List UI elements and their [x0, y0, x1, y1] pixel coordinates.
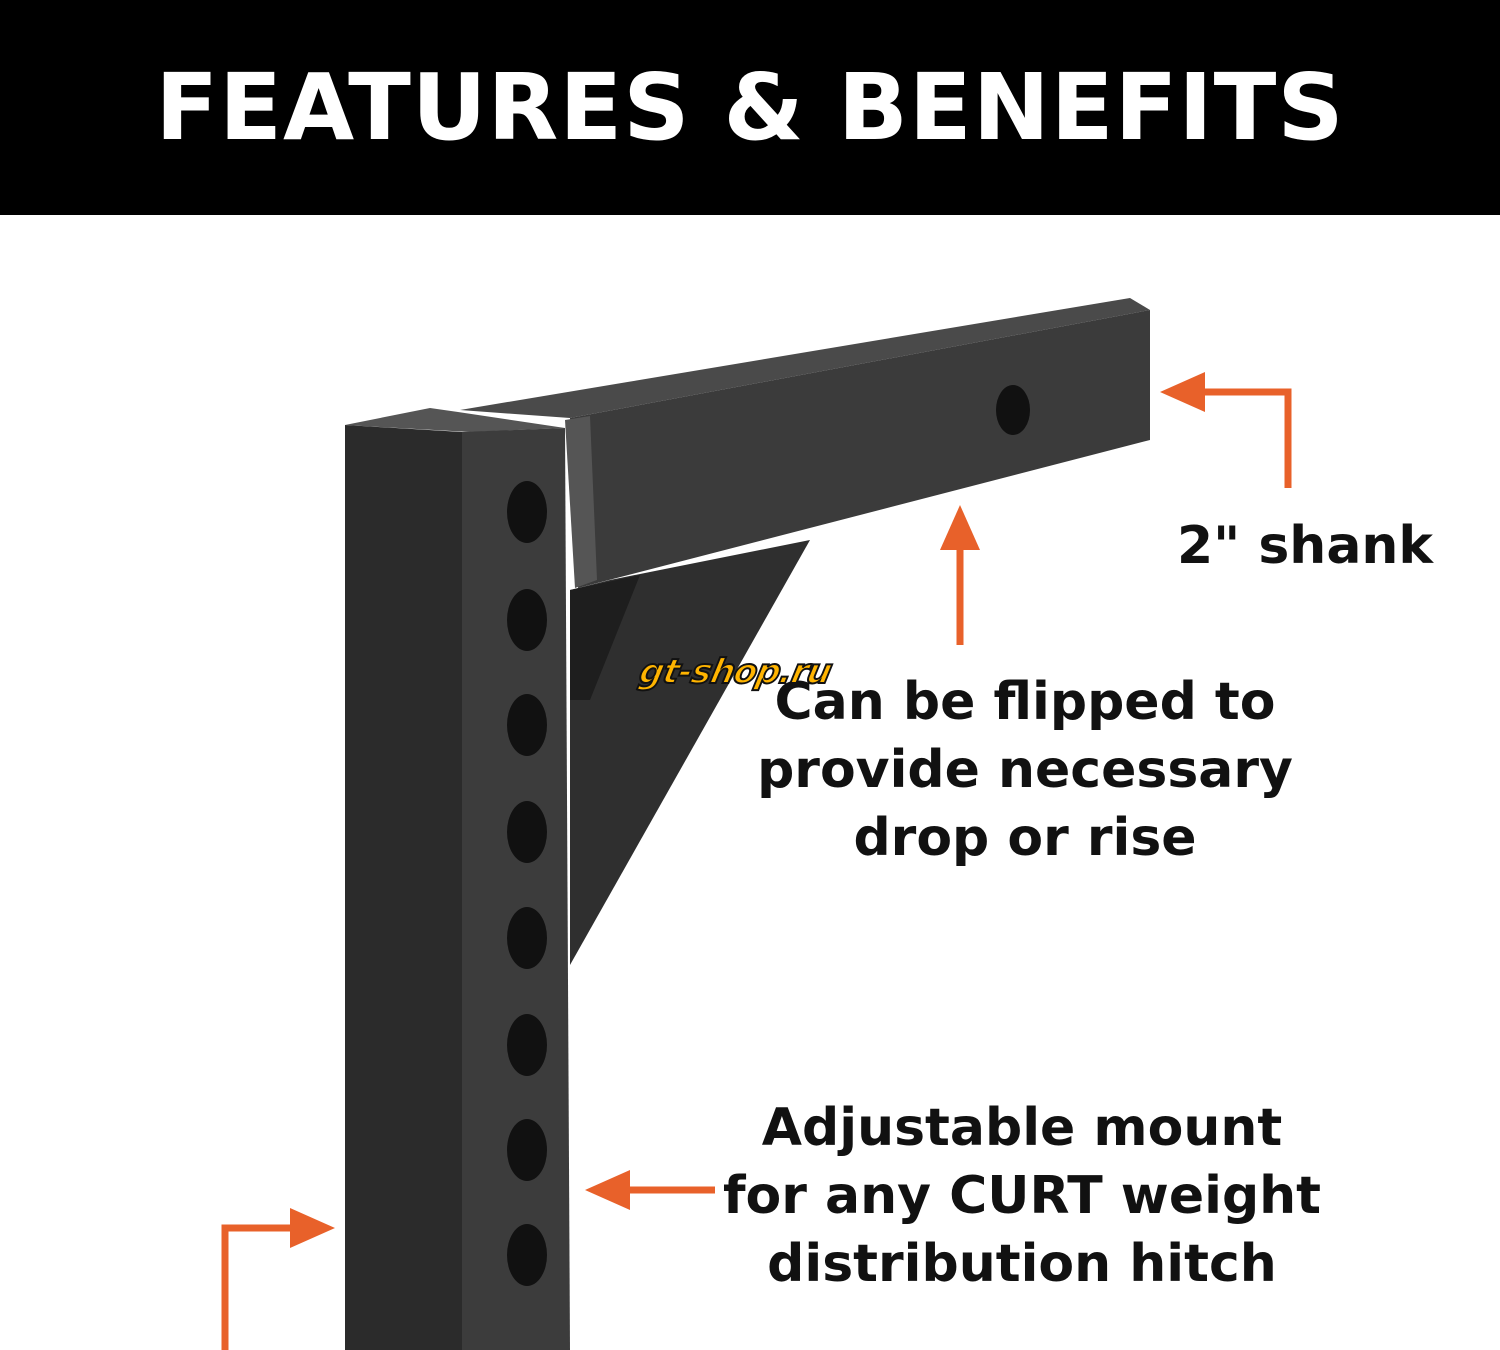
- shank-arrow: [1195, 388, 1292, 488]
- bar-side-face: [462, 428, 570, 1350]
- hole: [507, 1014, 547, 1076]
- hole: [507, 1224, 547, 1286]
- callout-text: provide necessary: [757, 740, 1293, 800]
- hole: [507, 694, 547, 756]
- gusset-brace: [570, 540, 810, 965]
- hole: [507, 1119, 547, 1181]
- shank-front-face: [570, 310, 1150, 588]
- hole: [507, 907, 547, 969]
- callout-adjustable: Adjustable mount for any CURT weight dis…: [722, 1094, 1322, 1298]
- shank-pin-hole: [996, 385, 1030, 435]
- callout-text: Adjustable mount: [761, 1098, 1283, 1158]
- shank-top-face: [460, 298, 1150, 418]
- arrowhead-icon: [940, 505, 980, 550]
- callout-shank: 2" shank: [1150, 512, 1460, 580]
- callout-flip: Can be flipped to provide necessary drop…: [745, 668, 1305, 872]
- bar-top-face: [345, 408, 565, 432]
- arrowhead-icon: [1160, 372, 1205, 412]
- hole: [507, 589, 547, 651]
- callout-text: for any CURT weight: [722, 1166, 1322, 1226]
- callout-text: distribution hitch: [767, 1234, 1277, 1294]
- arrowhead-icon: [585, 1170, 630, 1210]
- bar-front-face: [345, 425, 462, 1350]
- callout-text: 2" shank: [1176, 516, 1434, 576]
- hole: [507, 801, 547, 863]
- watermark-logo: gt-shop.ru: [635, 651, 836, 693]
- callout-arrows: [221, 388, 1292, 1350]
- page-title: FEATURES & BENEFITS: [155, 54, 1345, 161]
- callout-text: Can be flipped to: [774, 672, 1276, 732]
- arrowhead-icon: [290, 1208, 335, 1248]
- hole: [507, 481, 547, 543]
- header-banner: FEATURES & BENEFITS: [0, 0, 1500, 215]
- bottom-arrow: [221, 1224, 300, 1350]
- callout-text: drop or rise: [853, 808, 1197, 868]
- adjustment-holes: [507, 481, 547, 1286]
